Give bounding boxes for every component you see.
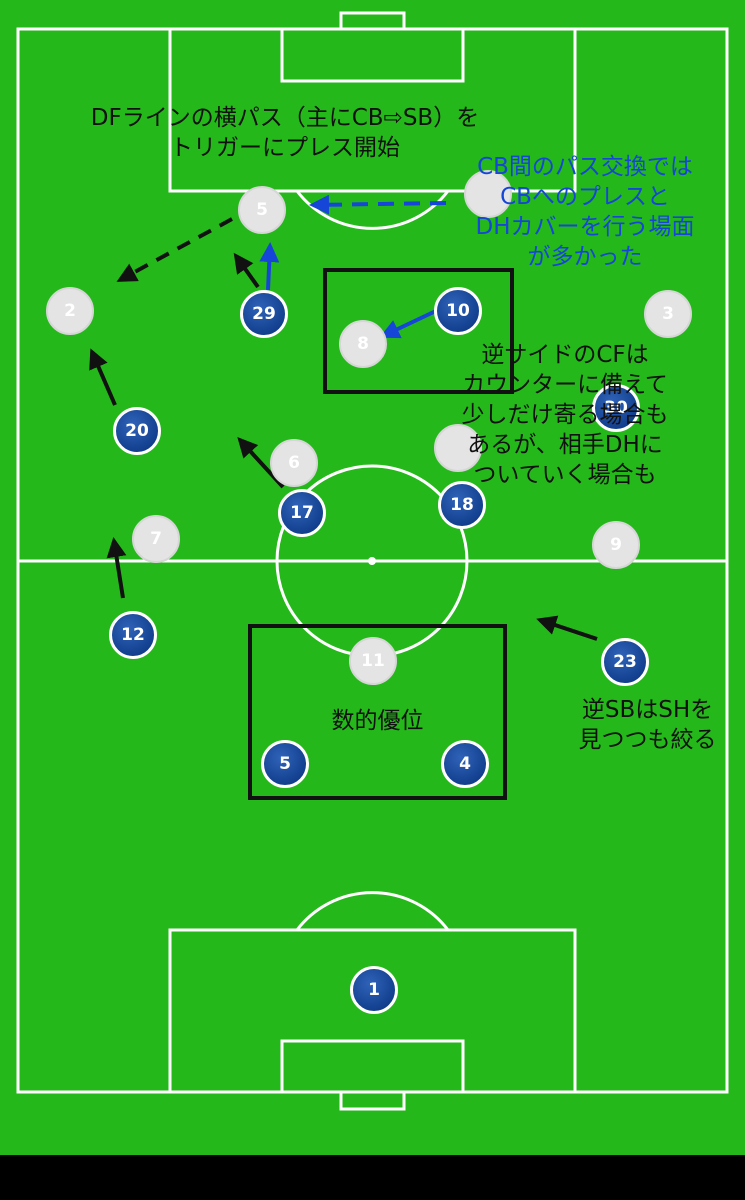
annotation-line: トリガーにプレス開始 xyxy=(170,135,400,161)
away-player-2: 2 xyxy=(46,287,94,335)
away-player-6: 6 xyxy=(270,439,318,487)
annotation-line: 逆サイドのCFは xyxy=(481,342,649,368)
home-player-12: 12 xyxy=(109,611,157,659)
bottom-penalty-arc xyxy=(295,891,450,931)
pitch: 5 2 3 8 6 7 9 11 29 10 20 30 17 18 12 23… xyxy=(0,0,745,1155)
away-player-4 xyxy=(434,424,482,472)
annotation-numerical-advantage: 数的優位 xyxy=(331,708,424,734)
arrow-29-to-5-blue xyxy=(259,242,280,291)
away-player-5: 5 xyxy=(238,186,286,234)
top-goal xyxy=(339,11,406,31)
annotation-line: カウンターに備えて xyxy=(462,372,668,398)
bottom-goal xyxy=(339,1090,406,1111)
away-player-3: 3 xyxy=(644,290,692,338)
arrow-5-to-2-pass xyxy=(116,217,233,282)
annotation-line: CB間のパス交換では xyxy=(477,154,693,180)
home-player-23: 23 xyxy=(601,638,649,686)
annotation-far-sb: 逆SBはSHを 見つつも絞る xyxy=(560,695,735,755)
top-goal-area xyxy=(280,27,465,83)
annotation-line: 見つつも絞る xyxy=(578,727,717,753)
home-player-29: 29 xyxy=(240,290,288,338)
home-player-1: 1 xyxy=(350,966,398,1014)
away-player-9: 9 xyxy=(592,521,640,569)
away-player-8: 8 xyxy=(339,320,387,368)
bottom-goal-area xyxy=(280,1039,465,1094)
away-player-10 xyxy=(464,170,512,218)
arrow-23-tuck xyxy=(536,615,598,641)
away-player-11: 11 xyxy=(349,637,397,685)
home-player-18: 18 xyxy=(438,481,486,529)
home-player-30: 30 xyxy=(592,384,640,432)
annotation-line: DHカバーを行う場面 xyxy=(475,214,695,240)
annotation-press-trigger: DFラインの横パス（主にCB⇨SB）を トリガーにプレス開始 xyxy=(25,103,545,163)
annotation-line: DFラインの横パス（主にCB⇨SB）を xyxy=(90,105,480,131)
numerical-advantage-box xyxy=(248,624,507,800)
arrow-20-press xyxy=(89,348,117,406)
arrow-cb-pass-blue xyxy=(309,194,447,215)
annotation-line: CBへのプレスと xyxy=(500,184,670,210)
home-player-10: 10 xyxy=(434,287,482,335)
bottom-bar xyxy=(0,1155,745,1200)
away-player-7: 7 xyxy=(132,515,180,563)
annotation-line: が多かった xyxy=(527,244,643,270)
home-player-5: 5 xyxy=(261,740,309,788)
top-penalty-arc xyxy=(295,190,450,230)
center-spot xyxy=(368,557,376,565)
home-player-17: 17 xyxy=(278,489,326,537)
annotation-line: 逆SBはSHを xyxy=(581,697,714,723)
arrow-29-press xyxy=(233,252,260,289)
home-player-20: 20 xyxy=(113,407,161,455)
annotation-far-cf: 逆サイドのCFは カウンターに備えて 少しだけ寄る場合も あるが、相手DHに つ… xyxy=(430,340,700,490)
home-player-4: 4 xyxy=(441,740,489,788)
annotation-line: 少しだけ寄る場合も xyxy=(461,402,669,428)
arrow-10-to-8-blue xyxy=(379,307,441,339)
annotation-cb-pass: CB間のパス交換では CBへのプレスと DHカバーを行う場面 が多かった xyxy=(445,152,725,272)
annotation-line: ついていく場合も xyxy=(473,462,657,488)
press-box-midfield xyxy=(323,268,514,394)
annotation-line: あるが、相手DHに xyxy=(467,432,663,458)
arrow-12-move xyxy=(106,537,127,599)
